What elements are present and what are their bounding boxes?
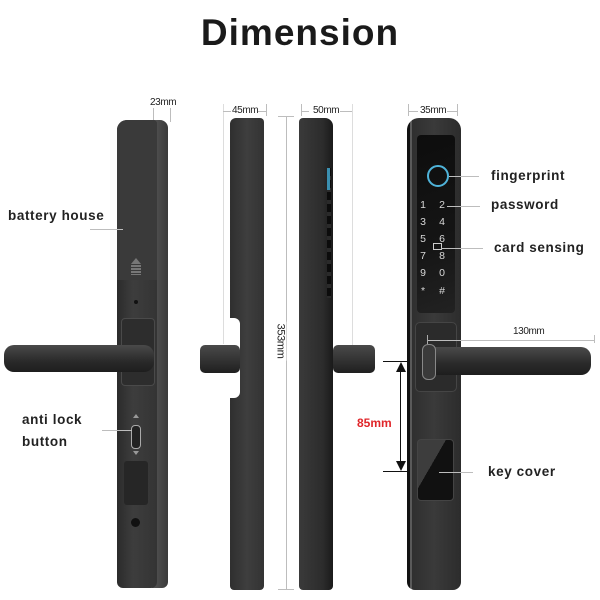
label-card-sensing: card sensing bbox=[494, 240, 585, 255]
handle-length-dimension: 130mm bbox=[513, 326, 545, 337]
key-star[interactable]: * bbox=[420, 285, 426, 297]
height-dimension: 353mm bbox=[274, 321, 287, 361]
reset-hole bbox=[134, 300, 138, 304]
dimension-tick bbox=[594, 335, 595, 343]
key-hole bbox=[131, 518, 140, 527]
dimension-tick bbox=[223, 104, 224, 344]
side-left-knob bbox=[200, 345, 240, 373]
dimension-line bbox=[223, 111, 231, 112]
dimension-line bbox=[301, 111, 309, 112]
key-3[interactable]: 3 bbox=[420, 216, 426, 228]
key-7[interactable]: 7 bbox=[420, 250, 426, 262]
leader-line bbox=[447, 206, 480, 207]
key-0[interactable]: 0 bbox=[439, 267, 445, 279]
key-2[interactable]: 2 bbox=[439, 199, 445, 211]
anti-lock-arrow-up-icon bbox=[133, 414, 139, 418]
back-view: 23mm battery house anti lock button bbox=[0, 0, 200, 600]
leader-line bbox=[449, 176, 479, 177]
side-views: 45mm 353mm 50mm bbox=[190, 0, 400, 600]
key-6[interactable]: 6 bbox=[439, 233, 445, 245]
anti-lock-arrow-down-icon bbox=[133, 451, 139, 455]
card-sensing-icon bbox=[433, 243, 442, 250]
battery-grip-icon bbox=[131, 265, 141, 275]
dimension-line bbox=[408, 111, 418, 112]
handle-height-dimension bbox=[375, 355, 415, 475]
touch-keypad[interactable] bbox=[417, 135, 455, 313]
dimension-tick bbox=[278, 589, 294, 590]
side-left-width-dimension: 45mm bbox=[232, 105, 259, 116]
lever-handle-front[interactable] bbox=[425, 347, 591, 375]
dimension-tick bbox=[153, 108, 154, 122]
dimension-tick bbox=[408, 104, 409, 116]
label-key-cover: key cover bbox=[488, 464, 556, 479]
key-4[interactable]: 4 bbox=[439, 216, 445, 228]
key-hash[interactable]: # bbox=[439, 285, 445, 297]
dimension-line bbox=[427, 340, 595, 341]
handle-rosette bbox=[422, 344, 436, 380]
dimension-tick bbox=[457, 104, 458, 116]
anti-lock-switch[interactable] bbox=[131, 425, 141, 449]
leader-line bbox=[439, 472, 473, 473]
label-password: password bbox=[491, 197, 559, 212]
dimension-tick bbox=[278, 116, 294, 117]
label-anti-lock-line1: anti lock bbox=[22, 412, 83, 427]
dimension-line bbox=[258, 111, 266, 112]
dimension-line bbox=[340, 111, 352, 112]
dimension-tick bbox=[352, 104, 353, 348]
key-5[interactable]: 5 bbox=[420, 233, 426, 245]
battery-cover bbox=[117, 120, 157, 280]
leader-line bbox=[90, 229, 123, 230]
fingerprint-edge-led bbox=[327, 168, 330, 190]
arrow-up-icon bbox=[396, 362, 406, 372]
side-right-knob bbox=[333, 345, 375, 373]
back-width-dimension: 23mm bbox=[150, 97, 177, 108]
front-view: 35mm 1 2 3 4 5 6 7 8 9 0 * # 130mm finge… bbox=[395, 0, 600, 600]
back-cover-panel bbox=[124, 461, 148, 505]
key-8[interactable]: 8 bbox=[439, 250, 445, 262]
dimension-tick bbox=[383, 361, 413, 362]
leader-line bbox=[102, 430, 132, 431]
arrow-down-icon bbox=[396, 461, 406, 471]
lever-handle[interactable] bbox=[4, 345, 154, 372]
battery-arrow-icon bbox=[131, 258, 141, 264]
label-battery-house: battery house bbox=[8, 208, 105, 223]
side-right-keypad-strip bbox=[327, 168, 331, 298]
leader-line bbox=[441, 248, 483, 249]
key-cover[interactable] bbox=[417, 439, 454, 501]
label-fingerprint: fingerprint bbox=[491, 168, 566, 183]
fingerprint-sensor-icon[interactable] bbox=[427, 165, 449, 187]
dimension-arrow-line bbox=[400, 367, 401, 467]
height-dimension-line bbox=[286, 116, 287, 590]
front-width-dimension: 35mm bbox=[420, 105, 447, 116]
page-title: Dimension bbox=[200, 12, 400, 53]
dimension-tick bbox=[170, 108, 171, 122]
label-anti-lock-line2: button bbox=[22, 434, 68, 449]
side-right-width-dimension: 50mm bbox=[313, 105, 340, 116]
key-1[interactable]: 1 bbox=[420, 199, 426, 211]
dimension-tick bbox=[301, 104, 302, 116]
key-9[interactable]: 9 bbox=[420, 267, 426, 279]
dimension-line bbox=[447, 111, 457, 112]
dimension-tick bbox=[383, 471, 413, 472]
handle-height-label: 85mm bbox=[357, 416, 392, 430]
dimension-tick bbox=[266, 104, 267, 116]
